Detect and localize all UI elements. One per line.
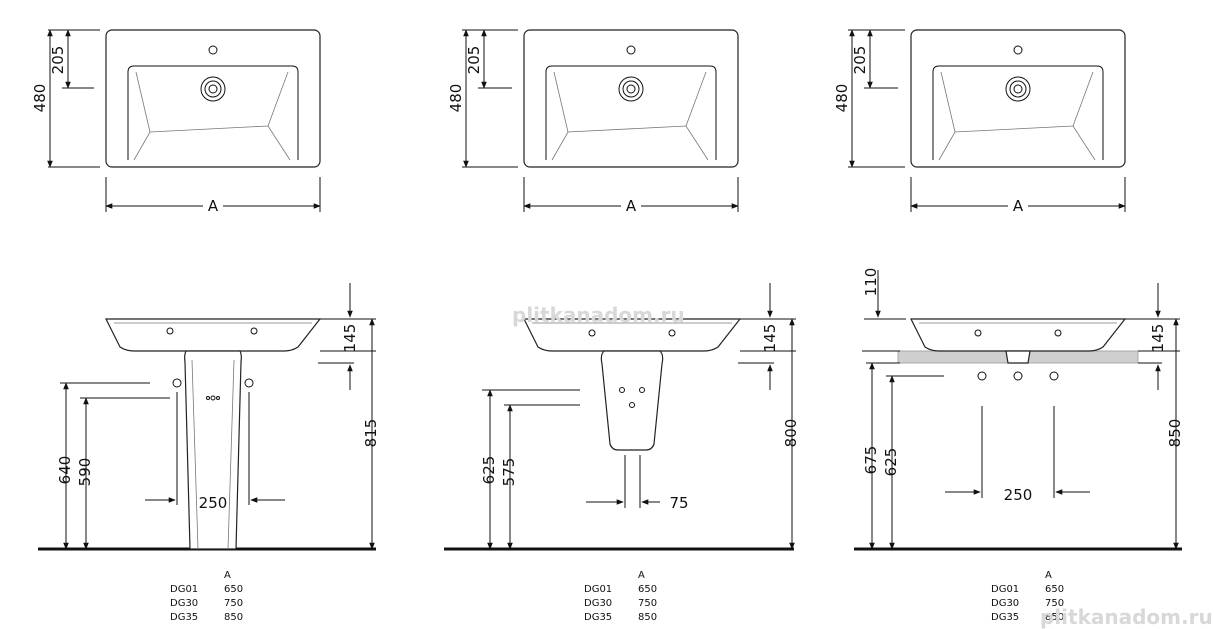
pedestal-pipe-high-label: 640 <box>56 456 74 485</box>
top-view-2-height-label: 480 <box>447 84 465 113</box>
top-view-2: 480 205 A <box>447 29 739 215</box>
table-cell-model: DG01 <box>170 584 198 595</box>
size-table-3: A DG01 650 DG30 750 DG35 850 <box>991 570 1064 623</box>
table-cell-width: 750 <box>638 598 657 609</box>
size-table-1: A DG01 650 DG30 750 DG35 850 <box>170 570 243 623</box>
table-cell-model: DG30 <box>991 598 1019 609</box>
size-table-2: A DG01 650 DG30 750 DG35 850 <box>584 570 657 623</box>
top-view-3-height-label: 480 <box>833 84 851 113</box>
semi-pedestal-pipe-high-label: 625 <box>480 456 498 485</box>
table-cell-model: DG35 <box>991 612 1019 623</box>
table-cell-width: 850 <box>224 612 243 623</box>
table-cell-model: DG30 <box>584 598 612 609</box>
table-cell-model: DG01 <box>584 584 612 595</box>
top-view-1: 480 205 A <box>31 29 321 215</box>
table-cell-width: 750 <box>224 598 243 609</box>
wall-spacing-label: 250 <box>1004 486 1033 504</box>
table-header: A <box>224 570 231 581</box>
top-view-3-tap-offset-label: 205 <box>851 46 869 75</box>
wall-pipe-low-label: 625 <box>882 448 900 477</box>
pedestal-view: 145 815 640 590 250 <box>38 283 380 551</box>
top-view-3-width-label: A <box>1013 197 1024 215</box>
wall-pipe-high-label: 675 <box>862 446 880 475</box>
wall-total-label: 850 <box>1166 419 1184 448</box>
wall-rim-label: 145 <box>1149 324 1167 353</box>
table-cell-model: DG35 <box>170 612 198 623</box>
table-header: A <box>1045 570 1052 581</box>
top-view-1-tap-offset-label: 205 <box>49 46 67 75</box>
pedestal-spacing-label: 250 <box>199 494 228 512</box>
wall-view: 110 145 850 675 625 250 <box>854 268 1184 551</box>
table-cell-width: 850 <box>1045 612 1064 623</box>
semi-pedestal-total-label: 800 <box>782 419 800 448</box>
pedestal-rim-label: 145 <box>341 324 359 353</box>
wall-top-label: 110 <box>862 268 880 297</box>
semi-pedestal-rim-label: 145 <box>761 324 779 353</box>
watermark-center: plitkanadom.ru <box>512 303 685 327</box>
semi-pedestal-spacing-label: 75 <box>669 494 688 512</box>
table-cell-width: 650 <box>224 584 243 595</box>
table-header: A <box>638 570 645 581</box>
table-cell-width: 650 <box>638 584 657 595</box>
watermark-corner: plitkanadom.ru <box>1040 605 1213 629</box>
top-view-1-width-label: A <box>208 197 219 215</box>
table-cell-model: DG30 <box>170 598 198 609</box>
top-view-2-width-label: A <box>626 197 637 215</box>
table-cell-model: DG35 <box>584 612 612 623</box>
top-view-3: 480 205 A <box>833 29 1126 215</box>
pedestal-total-label: 815 <box>362 419 380 448</box>
top-view-2-tap-offset-label: 205 <box>465 46 483 75</box>
table-cell-width: 850 <box>638 612 657 623</box>
table-cell-width: 650 <box>1045 584 1064 595</box>
pedestal-pipe-low-label: 590 <box>76 458 94 487</box>
semi-pedestal-pipe-low-label: 575 <box>500 458 518 487</box>
top-view-1-height-label: 480 <box>31 84 49 113</box>
table-cell-width: 750 <box>1045 598 1064 609</box>
table-cell-model: DG01 <box>991 584 1019 595</box>
semi-pedestal-view: 145 800 625 575 75 <box>444 283 800 551</box>
